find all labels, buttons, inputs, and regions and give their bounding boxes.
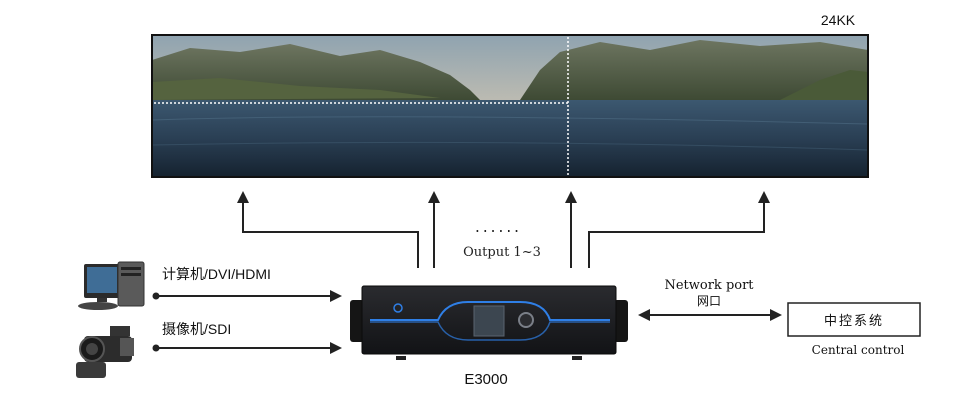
e3000-processor	[350, 285, 628, 360]
output-arrows	[237, 191, 770, 268]
video-camera-icon	[76, 326, 134, 378]
processor-model-label: E3000	[464, 371, 507, 388]
output-arrow-4	[588, 191, 770, 268]
device-knob	[518, 312, 534, 328]
led-screen	[151, 34, 869, 178]
input-dot-computer	[152, 292, 160, 300]
central-control-box	[787, 302, 921, 337]
screen-resolution-label: 24KK	[821, 12, 856, 28]
desktop-computer-icon	[78, 261, 145, 310]
central-control-box-label: 中控系统	[824, 314, 884, 329]
input-label-computer: 计算机/DVI/HDMI	[162, 266, 271, 282]
input-label-camera: 摄像机/SDI	[162, 321, 231, 337]
input-dot-camera	[152, 344, 160, 352]
device-power-icon	[393, 303, 403, 313]
output-arrow-1	[237, 191, 419, 268]
central-control-caption: Central control	[812, 343, 905, 357]
network-label-cn: 网口	[697, 294, 721, 308]
device-lcd-screen	[473, 305, 505, 337]
output-ellipsis: ......	[474, 221, 521, 236]
output-label: Output 1~3	[463, 245, 541, 260]
network-label-en: Network port	[664, 278, 754, 293]
